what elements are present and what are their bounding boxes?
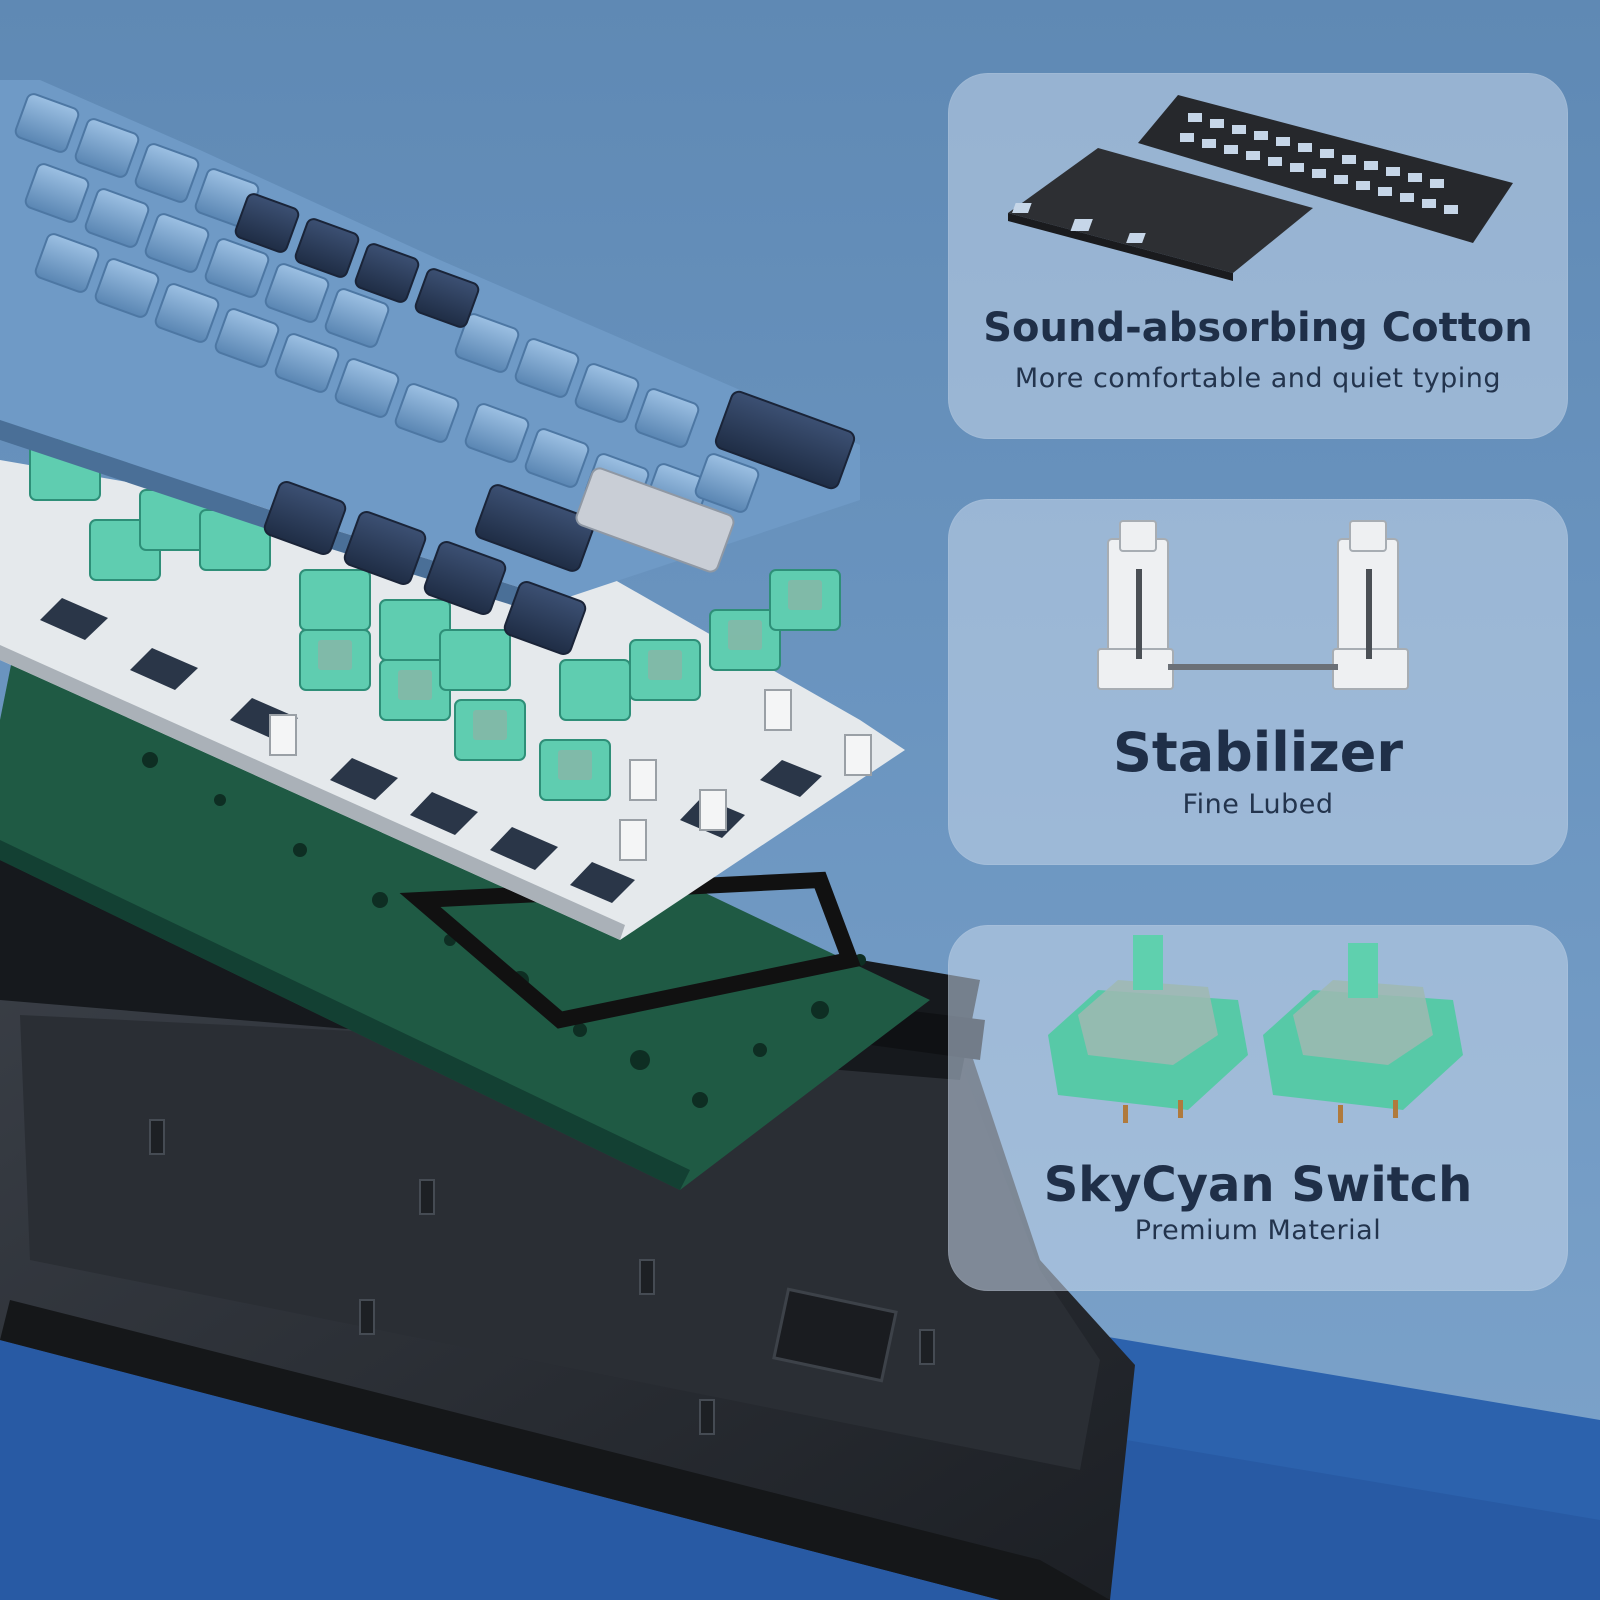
stabilizer-icon — [1097, 520, 1409, 690]
feature-subtitle: Premium Material — [1134, 1215, 1382, 1246]
feature-title: SkyCyan Switch — [1043, 1157, 1473, 1213]
feature-card-stabilizer: Stabilizer Fine Lubed — [948, 499, 1568, 865]
feature-title: Sound-absorbing Cotton — [983, 305, 1533, 351]
sound-absorbing-cotton-icon — [1008, 95, 1513, 281]
feature-card-skycyan-switch: SkyCyan Switch Premium Material — [948, 925, 1568, 1291]
switch-plate — [0, 460, 905, 940]
plate-stabilizers — [269, 689, 872, 861]
feature-subtitle: More comfortable and quiet typing — [1014, 363, 1502, 394]
keycap-set — [0, 80, 860, 656]
feature-title: Stabilizer — [1112, 721, 1403, 784]
switch-icon — [1048, 935, 1463, 1123]
feature-card-sound-absorbing-cotton: Sound-absorbing Cotton More comfortable … — [948, 73, 1568, 439]
feature-subtitle: Fine Lubed — [1182, 789, 1334, 820]
